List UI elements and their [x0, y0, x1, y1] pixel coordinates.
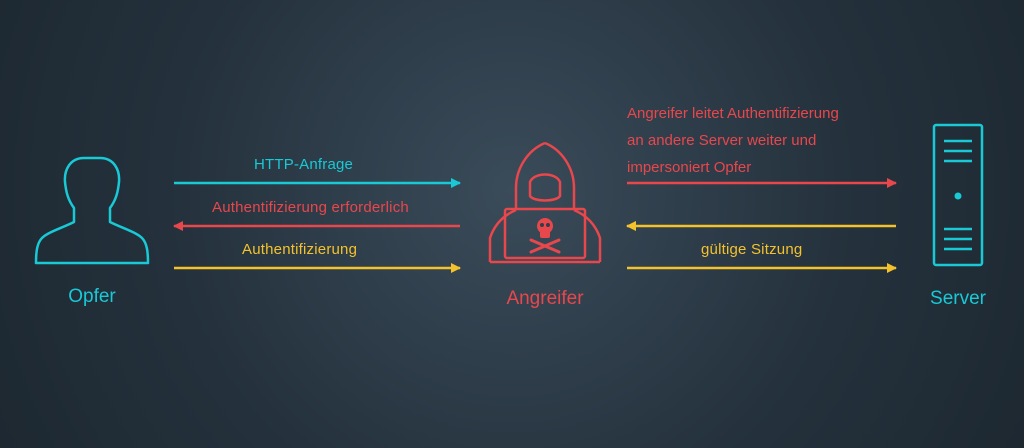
- server-icon: [932, 123, 984, 267]
- victim-label: Opfer: [68, 286, 116, 307]
- user-icon: [34, 156, 150, 265]
- forward-note-line: an andere Server weiter und: [627, 132, 817, 149]
- valid-session-label: gültige Sitzung: [701, 241, 803, 258]
- forward-note-line: impersoniert Opfer: [627, 159, 752, 176]
- forward-note-line: Angreifer leitet Authentifizierung: [627, 105, 839, 122]
- auth-required-label: Authentifizierung erforderlich: [212, 199, 409, 216]
- hacker-icon: [488, 141, 602, 264]
- auth-label: Authentifizierung: [242, 241, 358, 258]
- request-label: HTTP-Anfrage: [254, 156, 354, 173]
- server-label: Server: [930, 288, 986, 309]
- attacker-label: Angreifer: [506, 288, 584, 309]
- forward-note: Angreifer leitet Authentifizierung an an…: [627, 100, 839, 181]
- skull-icon: [529, 218, 561, 254]
